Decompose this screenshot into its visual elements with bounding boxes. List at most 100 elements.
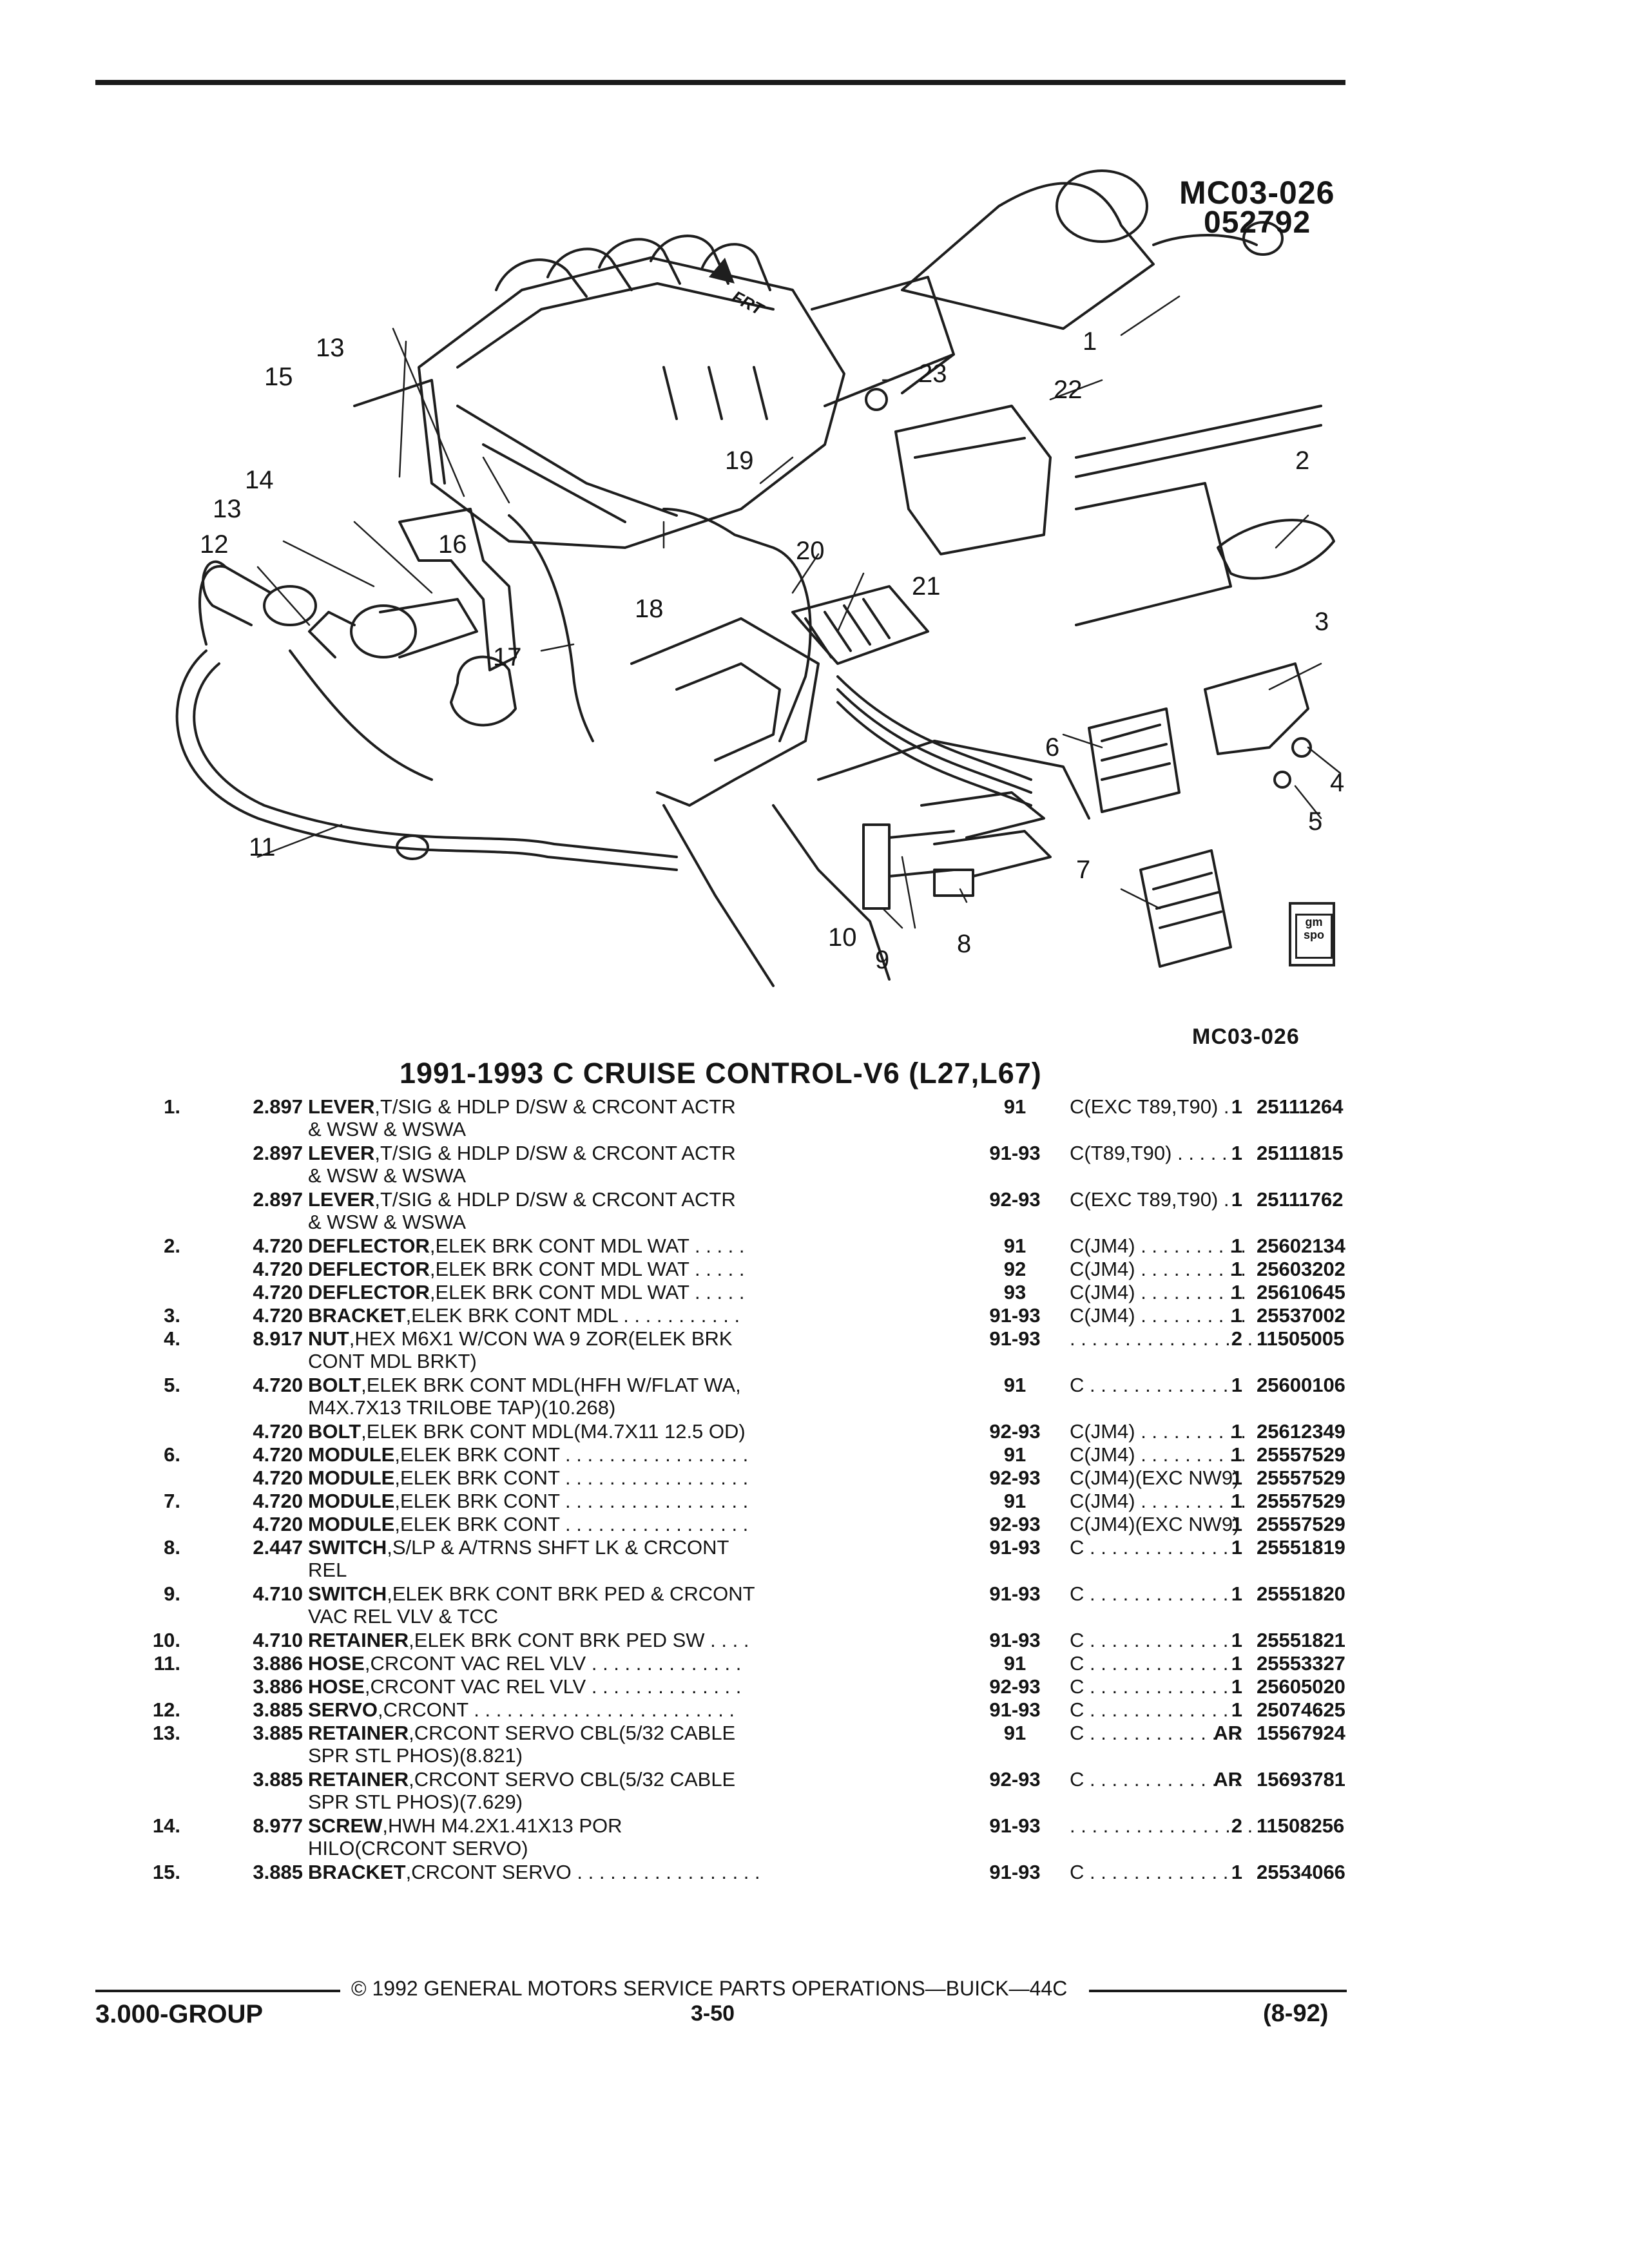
part-name: LEVER xyxy=(308,1188,375,1211)
part-description: LEVER,T/SIG & HDLP D/SW & CRCONT ACTR xyxy=(308,1095,975,1119)
leader-lines xyxy=(256,295,1342,929)
part-ref-number: 7. xyxy=(164,1490,180,1512)
part-name: DEFLECTOR xyxy=(308,1281,430,1303)
part-group-number: 4.720 xyxy=(253,1513,303,1535)
part-usage: C . . . . . . . . . . . . . . xyxy=(1070,1768,1240,1791)
part-years: 92 xyxy=(1003,1258,1027,1280)
part-group-number: 3.885 xyxy=(253,1768,303,1791)
part-quantity: 1 xyxy=(1231,1629,1242,1651)
part-description-line2: VAC REL VLV & TCC xyxy=(308,1605,499,1628)
part-description-text: ,ELEK BRK CONT . . . . . . . . . . . . .… xyxy=(394,1443,749,1466)
part-description: HOSE,CRCONT VAC REL VLV . . . . . . . . … xyxy=(308,1675,975,1698)
callout-6: 6 xyxy=(1045,733,1060,762)
part-description-line2: CONT MDL BRKT) xyxy=(308,1350,477,1372)
callout-4: 4 xyxy=(1330,769,1345,797)
part-group-number: 2.447 xyxy=(253,1536,303,1559)
part-group-number: 8.977 xyxy=(253,1814,303,1837)
part-usage: C(EXC T89,T90) . . xyxy=(1070,1095,1240,1118)
part-name: LEVER xyxy=(308,1142,375,1164)
part-description: DEFLECTOR,ELEK BRK CONT MDL WAT . . . . … xyxy=(308,1281,975,1304)
part-name: BRACKET xyxy=(308,1861,406,1883)
part-usage: C . . . . . . . . . . . . . . xyxy=(1070,1698,1240,1721)
part-number: 25534066 xyxy=(1257,1861,1345,1883)
part-description: DEFLECTOR,ELEK BRK CONT MDL WAT . . . . … xyxy=(308,1258,975,1281)
callout-7: 7 xyxy=(1076,856,1091,884)
callout-16: 16 xyxy=(438,530,467,559)
part-years: 91-93 xyxy=(989,1698,1041,1721)
part-group-number: 4.710 xyxy=(253,1582,303,1605)
callout-13b: 13 xyxy=(316,334,345,362)
part-description-text: ,ELEK BRK CONT MDL WAT . . . . . xyxy=(429,1258,745,1280)
part-description: RETAINER,CRCONT SERVO CBL(5/32 CABLE xyxy=(308,1768,975,1791)
part-description-text: ,T/SIG & HDLP D/SW & CRCONT ACTR xyxy=(374,1142,736,1164)
part-ref-number: 5. xyxy=(164,1374,180,1396)
part-quantity: AR xyxy=(1213,1768,1242,1791)
part-ref-number: 3. xyxy=(164,1304,180,1327)
part-years: 92-93 xyxy=(989,1466,1041,1489)
bolt-5 xyxy=(1273,771,1291,789)
part-name: MODULE xyxy=(308,1490,395,1512)
trim-panel xyxy=(1075,405,1322,626)
part-group-number: 4.710 xyxy=(253,1629,303,1651)
part-quantity: 1 xyxy=(1231,1466,1242,1489)
part-description-line2: & WSW & WSWA xyxy=(308,1118,467,1140)
part-usage: C(JM4)(EXC NW9) xyxy=(1070,1513,1240,1535)
part-description-text: ,CRCONT SERVO CBL(5/32 CABLE xyxy=(409,1722,736,1744)
part-description-text: ,CRCONT VAC REL VLV . . . . . . . . . . … xyxy=(364,1652,742,1675)
part-description: MODULE,ELEK BRK CONT . . . . . . . . . .… xyxy=(308,1513,975,1536)
figure-code-bottom: MC03-026 xyxy=(1192,1024,1300,1049)
part-description: DEFLECTOR,ELEK BRK CONT MDL WAT . . . . … xyxy=(308,1235,975,1258)
part-group-number: 4.720 xyxy=(253,1420,303,1443)
part-years: 91 xyxy=(1003,1235,1027,1257)
callout-14: 14 xyxy=(245,466,274,494)
callout-17: 17 xyxy=(493,643,522,671)
callout-15: 15 xyxy=(264,363,293,391)
part-number: 15567924 xyxy=(1257,1722,1345,1744)
part-years: 91-93 xyxy=(989,1327,1041,1350)
brake-switch xyxy=(862,823,974,910)
part-group-number: 4.720 xyxy=(253,1304,303,1327)
figure-code: MC03-026 xyxy=(1179,175,1335,211)
part-number: 25551820 xyxy=(1257,1582,1345,1605)
part-number: 11505005 xyxy=(1257,1327,1345,1350)
part-name: DEFLECTOR xyxy=(308,1235,430,1257)
part-name: RETAINER xyxy=(308,1629,409,1651)
part-years: 91-93 xyxy=(989,1304,1041,1327)
part-description-text: ,T/SIG & HDLP D/SW & CRCONT ACTR xyxy=(374,1188,736,1211)
part-number: 25553327 xyxy=(1257,1652,1345,1675)
part-usage: C . . . . . . . . . . . . . . xyxy=(1070,1722,1240,1744)
part-quantity: 1 xyxy=(1231,1861,1242,1883)
top-rule xyxy=(95,80,1345,85)
part-number: 25557529 xyxy=(1257,1466,1345,1489)
part-name: LEVER xyxy=(308,1095,375,1118)
part-name: NUT xyxy=(308,1327,349,1350)
part-description: SWITCH,ELEK BRK CONT BRK PED & CRCONT xyxy=(308,1582,975,1606)
throttle-cable xyxy=(662,508,812,742)
part-name: MODULE xyxy=(308,1513,395,1535)
part-number: 25537002 xyxy=(1257,1304,1345,1327)
callout-10: 10 xyxy=(828,923,857,952)
part-name: SERVO xyxy=(308,1698,378,1721)
part-group-number: 4.720 xyxy=(253,1235,303,1257)
part-description: BOLT,ELEK BRK CONT MDL(HFH W/FLAT WA, xyxy=(308,1374,975,1397)
part-quantity: 1 xyxy=(1231,1281,1242,1303)
part-usage: . . . . . . . . . . . . . . . . . xyxy=(1070,1327,1253,1350)
part-description-text: ,ELEK BRK CONT . . . . . . . . . . . . .… xyxy=(394,1466,749,1489)
part-description: NUT,HEX M6X1 W/CON WA 9 ZOR(ELEK BRK xyxy=(308,1327,975,1350)
module-6 xyxy=(1088,707,1181,813)
part-number: 25551821 xyxy=(1257,1629,1345,1651)
callout-21: 21 xyxy=(912,572,941,601)
part-quantity: 1 xyxy=(1231,1536,1242,1559)
part-name: DEFLECTOR xyxy=(308,1258,430,1280)
part-group-number: 4.720 xyxy=(253,1374,303,1396)
figure-date: 052792 xyxy=(1204,206,1311,240)
part-name: SCREW xyxy=(308,1814,383,1837)
cruise-actuator-lever xyxy=(901,169,1284,330)
part-description: MODULE,ELEK BRK CONT . . . . . . . . . .… xyxy=(308,1490,975,1513)
part-usage: C(JM4) . . . . . . . . . . xyxy=(1070,1304,1246,1327)
